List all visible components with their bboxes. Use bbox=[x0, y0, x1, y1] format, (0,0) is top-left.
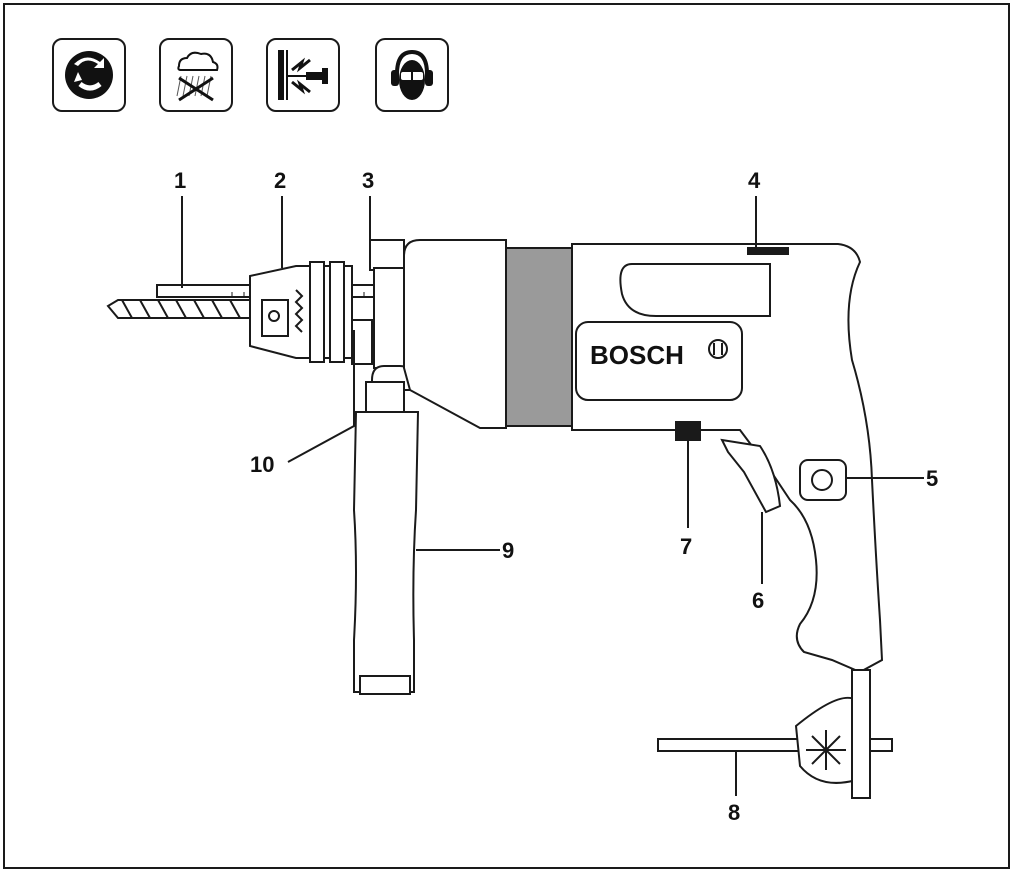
callout-5: 5 bbox=[926, 466, 939, 491]
diagram-frame bbox=[3, 3, 1010, 869]
callout-6: 6 bbox=[752, 588, 765, 613]
callout-7: 7 bbox=[680, 534, 693, 559]
ear-eye-protection-icon bbox=[375, 38, 449, 112]
callout-1: 1 bbox=[174, 168, 187, 193]
callout-9: 9 bbox=[502, 538, 515, 563]
side-handle-collar bbox=[365, 381, 405, 413]
lock-button bbox=[811, 469, 833, 491]
trigger-switch bbox=[720, 438, 782, 514]
drill-bit bbox=[106, 299, 251, 319]
callout-8: 8 bbox=[728, 800, 741, 825]
callout-2: 2 bbox=[274, 168, 287, 193]
recycling-icon bbox=[52, 38, 126, 112]
grey-band bbox=[505, 247, 573, 427]
callout-3: 3 bbox=[362, 168, 375, 193]
side-handle bbox=[352, 411, 420, 693]
callout-10: 10 bbox=[250, 452, 275, 477]
no-rain-icon bbox=[159, 38, 233, 112]
leader-10 bbox=[287, 330, 355, 463]
brand-label: BOSCH bbox=[590, 340, 684, 370]
hidden-wires-warning-icon bbox=[266, 38, 340, 112]
gear-housing bbox=[403, 239, 507, 429]
label-plate bbox=[575, 321, 743, 401]
callout-4: 4 bbox=[748, 168, 761, 193]
